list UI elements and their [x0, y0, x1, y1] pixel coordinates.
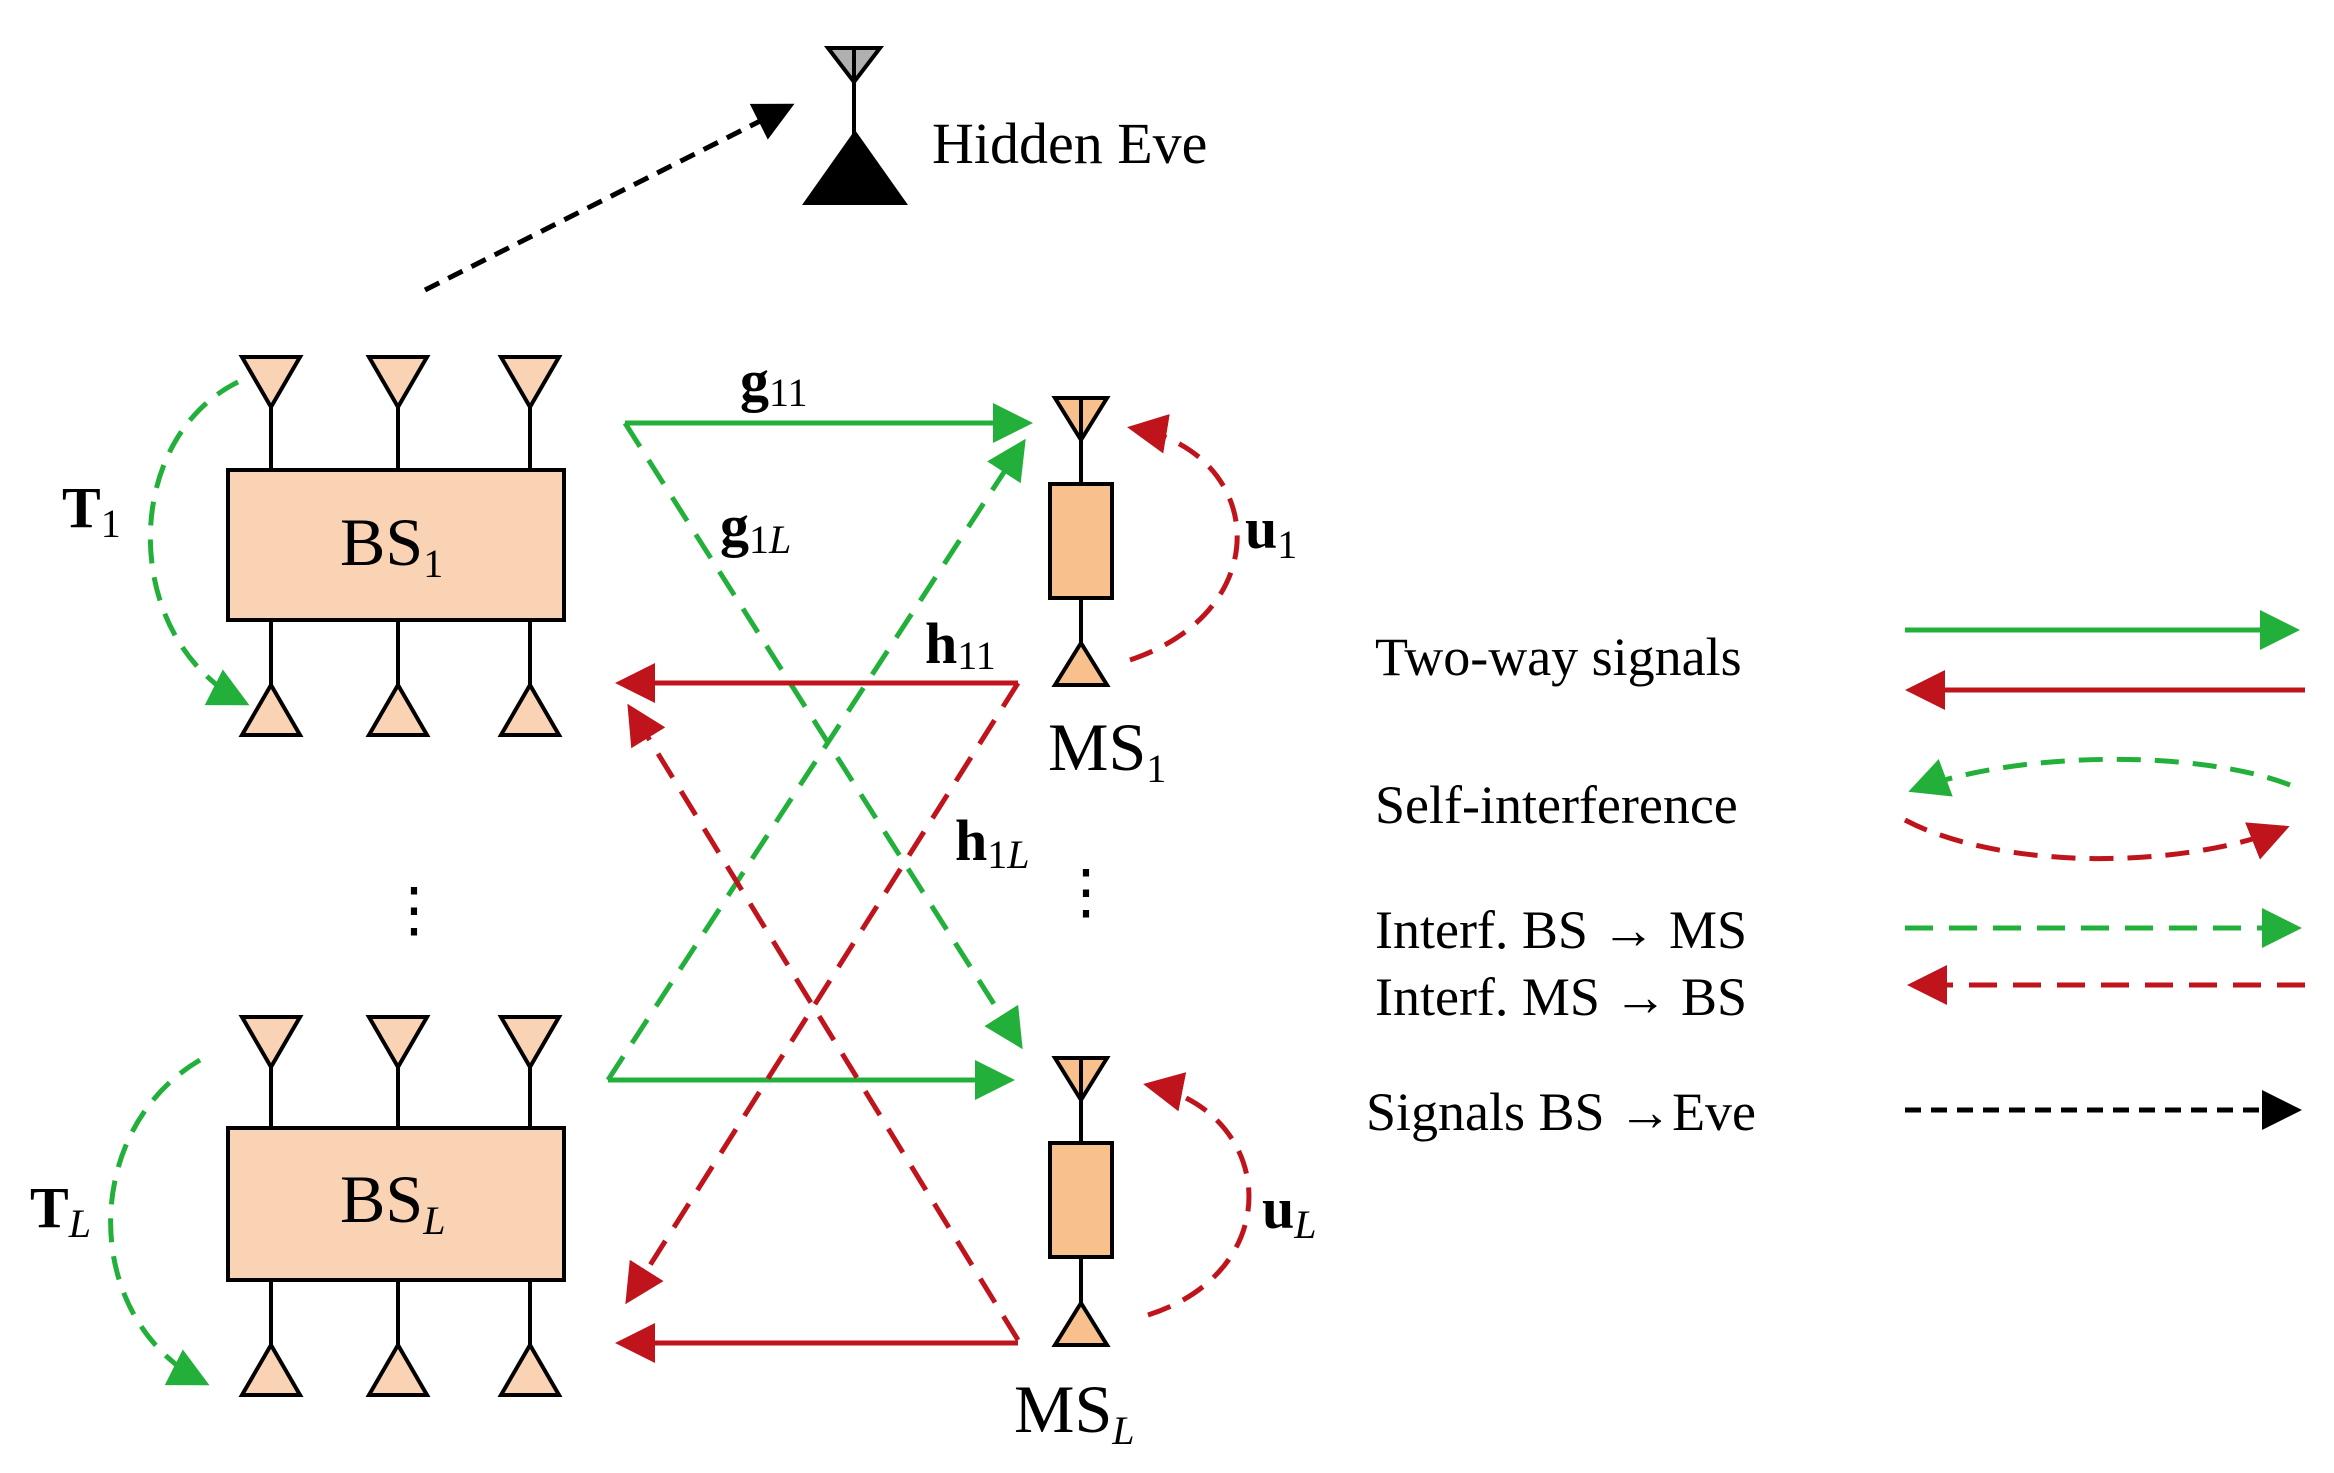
legend-self-green-arc	[1908, 756, 2291, 797]
ms1-station	[1048, 396, 1114, 687]
bs1-self-interference-arc	[147, 379, 250, 706]
ms1-self-interference-arc	[1127, 414, 1240, 663]
bsL-label: BSL	[340, 1161, 445, 1243]
bs1-label: BS1	[340, 504, 443, 586]
msL-self-interference-arc	[1143, 1072, 1252, 1318]
legend-interf-ms-bs-label: Interf. MS → BS	[1375, 967, 1747, 1027]
ms1-label: MS1	[1048, 709, 1166, 791]
eve-label: Hidden Eve	[932, 111, 1207, 176]
eve-antenna	[802, 46, 908, 205]
bs-ellipsis: ⋮	[384, 877, 444, 943]
bs-to-eve-arrow	[423, 103, 795, 293]
bsL-bottom-antennas	[238, 1280, 563, 1397]
g11-label: g11	[740, 348, 808, 415]
link-g1L	[622, 421, 1023, 1050]
bsL-self-interference-arc	[108, 1057, 210, 1386]
u1-label: u1	[1245, 496, 1297, 567]
bsL-top-antennas	[238, 1015, 563, 1128]
legend-self-interference-label: Self-interference	[1375, 775, 1738, 835]
bsL-station	[226, 1015, 566, 1397]
bs1-top-antennas	[238, 355, 563, 470]
link-h1L	[625, 681, 1021, 1305]
ms-ellipsis: ⋮	[1056, 859, 1116, 925]
link-gL1	[605, 438, 1026, 1082]
bs1-station	[226, 355, 566, 737]
legend-signals-eve-label: Signals BS →Eve	[1366, 1082, 1756, 1142]
bsL-box	[226, 1126, 566, 1282]
tL-label: TL	[30, 1175, 91, 1246]
link-hL1	[627, 703, 1021, 1342]
uL-label: uL	[1262, 1176, 1317, 1247]
g1L-label: g1L	[720, 493, 791, 562]
legend-self-red-arc	[1903, 817, 2290, 862]
legend: Two-way signals Self-interference Interf…	[1366, 610, 2305, 1142]
msL-label: MSL	[1014, 1371, 1135, 1453]
t1-label: T1	[62, 475, 121, 546]
msL-station	[1048, 1056, 1114, 1347]
legend-two-way-label: Two-way signals	[1375, 627, 1742, 687]
legend-interf-bs-ms-label: Interf. BS → MS	[1375, 900, 1747, 960]
bs1-box	[226, 468, 566, 622]
h1L-label: h1L	[955, 808, 1030, 877]
bs1-bottom-antennas	[238, 620, 563, 737]
h11-label: h11	[925, 611, 996, 678]
